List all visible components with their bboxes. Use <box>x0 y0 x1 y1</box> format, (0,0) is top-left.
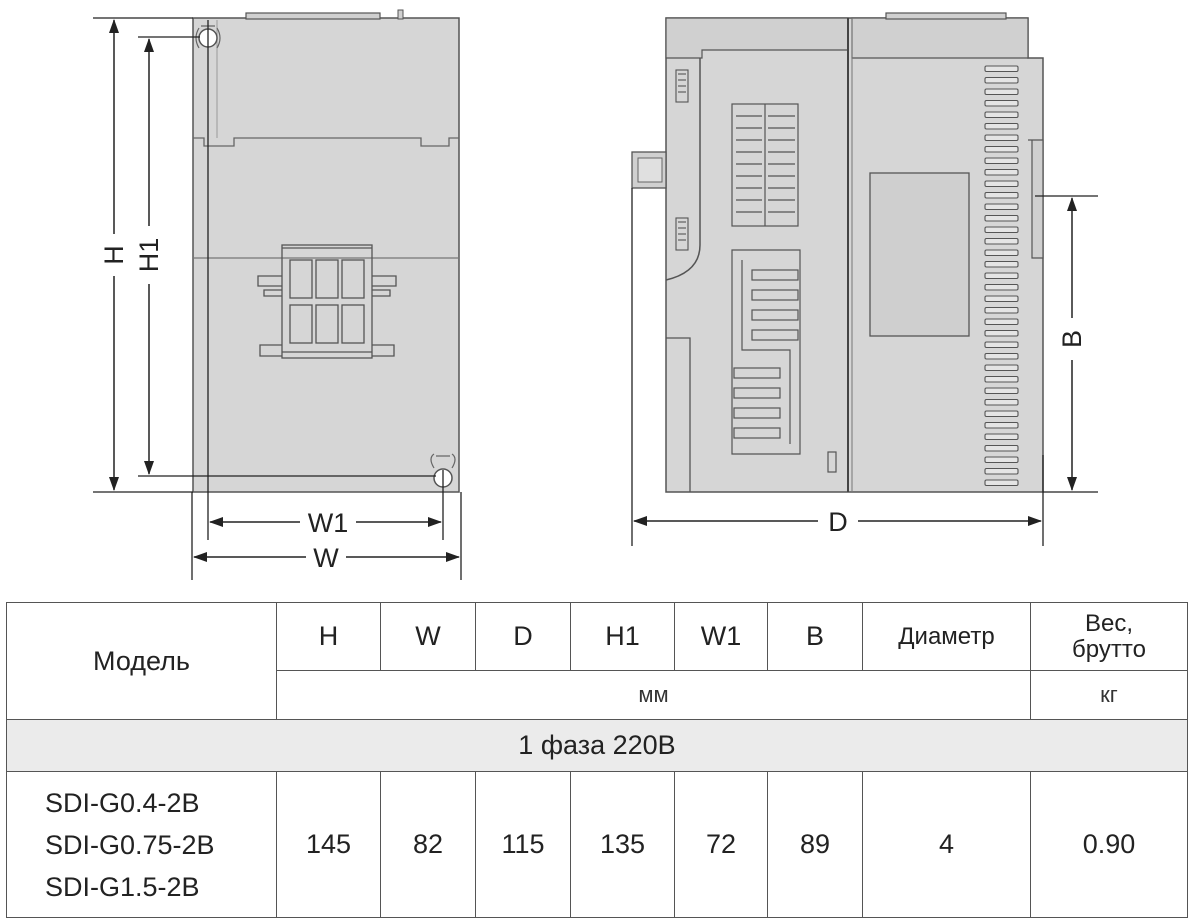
value-h: 145 <box>276 771 381 918</box>
heat-sink-slot <box>984 134 1019 142</box>
value-w1: 72 <box>674 771 768 918</box>
header-b: B <box>767 602 863 671</box>
section-label: 1 фаза 220В <box>6 719 1188 772</box>
unit-dimensions: мм <box>276 670 1031 720</box>
heat-sink-slot <box>984 111 1019 119</box>
heat-sink-slot <box>984 318 1019 326</box>
model-name: SDI-G0.75-2B <box>45 829 215 860</box>
header-w: W <box>380 602 476 671</box>
value-d: 115 <box>475 771 571 918</box>
dimension-b-label: B <box>1057 330 1087 348</box>
heat-sink-slot <box>984 203 1019 211</box>
specifications-table: Модель H W D H1 W1 B Диаметр Вес, брутто… <box>6 602 1188 918</box>
dimension-h1-label: H1 <box>134 238 164 273</box>
heat-sink-slot <box>984 398 1019 406</box>
heat-sink-slot <box>984 283 1019 291</box>
header-h: H <box>276 602 381 671</box>
model-name: SDI-G0.4-2B <box>45 787 200 818</box>
heat-sink-slot <box>984 272 1019 280</box>
header-weight: Вес, брутто <box>1030 602 1188 671</box>
table-row: SDI-G0.4-2B SDI-G0.75-2B SDI-G1.5-2B 145… <box>6 771 1188 918</box>
section-row: 1 фаза 220В <box>6 719 1188 772</box>
heat-sink-slot <box>984 180 1019 188</box>
side-label-window <box>869 172 970 337</box>
heat-sink-slot <box>984 260 1019 268</box>
heat-sink-slot <box>984 191 1019 199</box>
model-name: SDI-G1.5-2B <box>45 871 200 902</box>
unit-weight: кг <box>1030 670 1188 720</box>
header-weight-line2: брутто <box>1072 635 1146 663</box>
side-vent-panel <box>731 249 837 473</box>
header-model: Модель <box>6 602 277 720</box>
heat-sink-slot <box>984 479 1019 487</box>
heat-sink-slot <box>984 88 1019 96</box>
heat-sink-slot <box>984 76 1019 84</box>
dimension-w-label: W <box>313 543 339 573</box>
heat-sink-slot <box>984 444 1019 452</box>
value-w: 82 <box>380 771 476 918</box>
model-list: SDI-G0.4-2B SDI-G0.75-2B SDI-G1.5-2B <box>6 771 277 918</box>
heat-sink-slot <box>984 410 1019 418</box>
value-b: 89 <box>767 771 863 918</box>
dimension-b: B <box>1057 197 1087 491</box>
heat-sink-slot <box>984 375 1019 383</box>
dimension-h-label: H <box>99 245 129 265</box>
header-d: D <box>475 602 571 671</box>
dimension-d: D <box>633 507 1042 537</box>
heat-sink-slot <box>984 352 1019 360</box>
heat-sink-slot <box>984 249 1019 257</box>
front-grille <box>257 244 397 359</box>
heat-sink-slot <box>984 364 1019 372</box>
heat-sink-slot <box>984 295 1019 303</box>
front-body <box>192 17 460 493</box>
dimension-w: W <box>193 543 460 573</box>
units-row: мм кг <box>7 670 1188 720</box>
header-diameter: Диаметр <box>862 602 1031 671</box>
heat-sink-slot <box>984 157 1019 165</box>
dimension-h: H <box>99 19 129 491</box>
side-view: D B <box>631 12 1098 546</box>
heat-sink-slot <box>984 456 1019 464</box>
value-h1: 135 <box>570 771 675 918</box>
heat-sink-slot <box>984 329 1019 337</box>
dimension-w1-label: W1 <box>308 508 349 538</box>
front-view: H H1 W1 W <box>93 9 462 580</box>
heat-sink-slot <box>984 168 1019 176</box>
heat-sink-slot <box>984 421 1019 429</box>
heat-sink-slot <box>984 145 1019 153</box>
value-diameter: 4 <box>862 771 1031 918</box>
heat-sink-slot <box>984 387 1019 395</box>
dimension-w1: W1 <box>209 508 442 538</box>
header-h1: H1 <box>570 602 675 671</box>
heat-sink-slot <box>984 214 1019 222</box>
header-row: Модель H W D H1 W1 B Диаметр Вес, брутто <box>6 602 1188 720</box>
bottom-mounting-hole-icon <box>430 453 456 488</box>
heat-sink-slot <box>984 467 1019 475</box>
terminal-block <box>731 103 799 227</box>
heat-sink-slot <box>984 237 1019 245</box>
heat-sink-slot <box>984 433 1019 441</box>
side-connector <box>631 151 667 189</box>
dimension-d-label: D <box>828 507 848 537</box>
value-weight: 0.90 <box>1030 771 1188 918</box>
dimension-drawing: H H1 W1 W <box>93 9 1098 580</box>
heat-sink-slot <box>984 226 1019 234</box>
heat-sink-slots <box>984 65 1019 487</box>
heat-sink-slot <box>984 341 1019 349</box>
heat-sink-slot <box>984 99 1019 107</box>
header-w1: W1 <box>674 602 768 671</box>
heat-sink-slot <box>984 65 1019 73</box>
header-weight-line1: Вес, <box>1084 609 1134 637</box>
heat-sink-slot <box>984 306 1019 314</box>
dimension-h1: H1 <box>134 38 164 475</box>
heat-sink-slot <box>984 122 1019 130</box>
